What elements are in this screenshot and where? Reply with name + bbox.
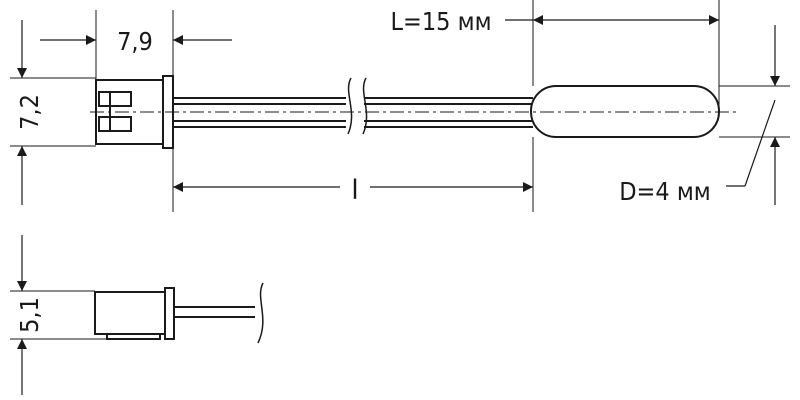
side-cable bbox=[174, 306, 255, 318]
dim-label-cable-length: l bbox=[351, 175, 359, 206]
dim-label-sensor-diameter: D=4 мм bbox=[619, 177, 711, 206]
dim-side-height: 5,1 bbox=[15, 235, 44, 395]
connector-slot-upper bbox=[98, 91, 132, 107]
connector-slot-lower bbox=[98, 116, 132, 132]
dim-sensor-length: L=15 мм bbox=[390, 7, 719, 36]
dim-sensor-diameter: D=4 мм bbox=[619, 25, 780, 206]
dim-label-connector-height: 7,2 bbox=[15, 94, 44, 130]
dim-label-side-height: 5,1 bbox=[15, 297, 44, 333]
dim-label-connector-width: 7,9 bbox=[117, 27, 153, 56]
dim-label-sensor-length: L=15 мм bbox=[390, 7, 491, 36]
side-connector-base bbox=[106, 333, 161, 340]
dim-cable-length: l bbox=[173, 175, 533, 206]
dim-connector-width: 7,9 bbox=[40, 27, 232, 56]
dim-connector-height: 7,2 bbox=[15, 20, 44, 205]
side-break-mark bbox=[257, 282, 264, 344]
side-connector-body bbox=[94, 291, 166, 335]
top-cable bbox=[173, 97, 533, 128]
leader-line bbox=[744, 99, 776, 187]
cable-break-mark bbox=[347, 77, 368, 135]
side-connector bbox=[94, 287, 175, 340]
extension-lines bbox=[10, 0, 790, 212]
side-connector-flange bbox=[164, 287, 175, 340]
